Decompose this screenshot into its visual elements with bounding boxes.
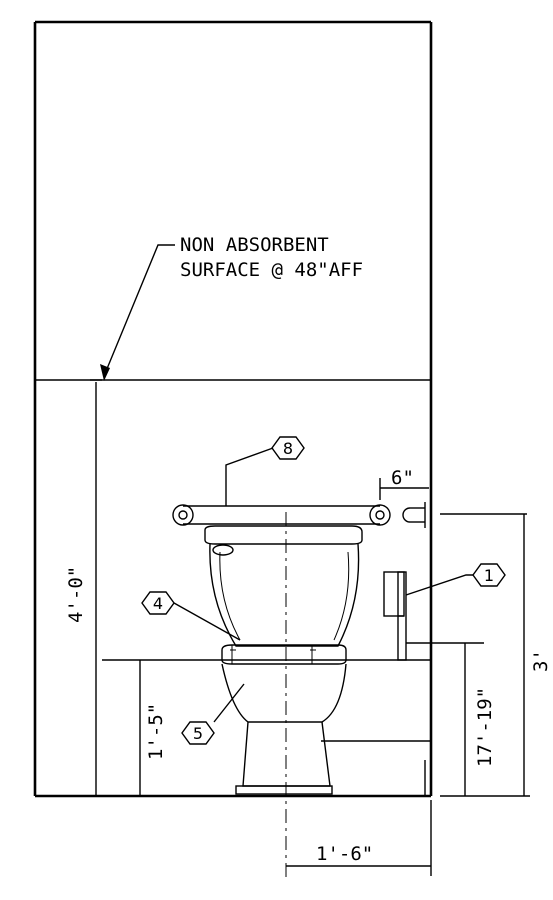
note-leader (100, 244, 175, 381)
flush-height-dimension (406, 642, 484, 796)
tag-1-label: 1 (484, 566, 494, 585)
tag-1 (405, 563, 506, 596)
tag-8-label: 8 (283, 439, 293, 458)
centerline-dimension-label: 1'-6" (316, 843, 373, 865)
centerline-dimension (286, 800, 432, 876)
grab-bar-height-dimension (440, 513, 530, 797)
room-outline (33, 20, 433, 798)
side-grab-bar (402, 502, 426, 528)
tag-4-label: 4 (153, 594, 163, 613)
toilet-bowl (221, 644, 347, 795)
toilet-paper-dispenser (383, 571, 407, 661)
tag-4 (141, 591, 241, 641)
wainscot-dimension (90, 379, 102, 796)
tag-5-label: 5 (193, 724, 203, 743)
seat-height-label: 1'-5" (145, 703, 167, 760)
note-line-1: NON ABSORBENT (180, 234, 329, 256)
grab-bar-offset-dimension (379, 478, 429, 500)
note-line-2: SURFACE @ 48"AFF (180, 259, 363, 281)
flush-height-label: 17'-19" (474, 687, 496, 767)
toilet-tank (204, 525, 363, 647)
wainscot-height-label: 4'-0" (65, 566, 87, 623)
grab-bar-offset-label: 6" (391, 467, 414, 489)
tag-8 (225, 436, 305, 506)
grab-bar-height-label: 3' (530, 649, 552, 672)
tag-5 (181, 683, 245, 745)
grab-bar (172, 504, 391, 526)
